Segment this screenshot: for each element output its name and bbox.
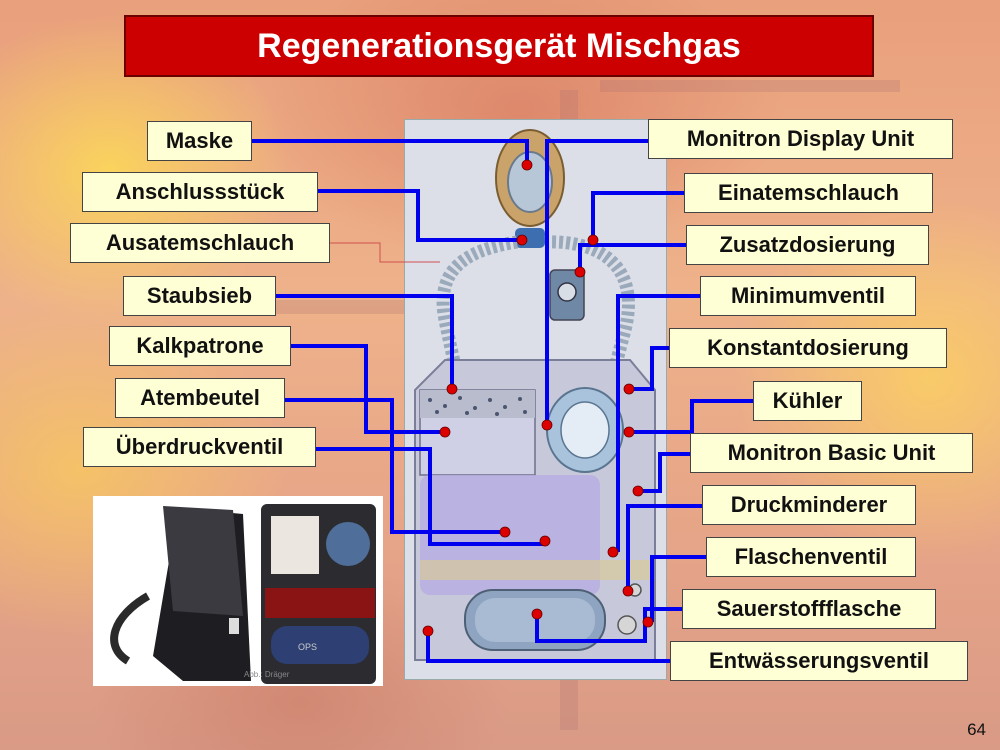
label-einatemschlauch: Einatemschlauch bbox=[684, 173, 933, 213]
label-monitron-display-unit: Monitron Display Unit bbox=[648, 119, 953, 159]
label-zusatzdosierung: Zusatzdosierung bbox=[686, 225, 929, 265]
label-kalkpatrone: Kalkpatrone bbox=[109, 326, 291, 366]
svg-text:OPS: OPS bbox=[298, 642, 317, 652]
label-sauerstoffflasche: Sauerstoffflasche bbox=[682, 589, 936, 629]
slide-title: Regenerationsgerät Mischgas bbox=[124, 15, 874, 77]
photo-inset: OPS bbox=[93, 496, 383, 686]
label-staubsieb: Staubsieb bbox=[123, 276, 276, 316]
label-monitron-basic-unit: Monitron Basic Unit bbox=[690, 433, 973, 473]
device-illustration bbox=[404, 119, 667, 680]
label-kuehler: Kühler bbox=[753, 381, 862, 421]
photo-credit: Abb.: Dräger bbox=[244, 670, 290, 679]
label-minimumventil: Minimumventil bbox=[700, 276, 916, 316]
label-ueberdruckventil: Überdruckventil bbox=[83, 427, 316, 467]
label-entwaesserungsventil: Entwässerungsventil bbox=[670, 641, 968, 681]
device-photo: OPS bbox=[93, 496, 383, 686]
label-anschlussstueck: Anschlussstück bbox=[82, 172, 318, 212]
label-flaschenventil: Flaschenventil bbox=[706, 537, 916, 577]
label-ausatemschlauch: Ausatemschlauch bbox=[70, 223, 330, 263]
page-number: 64 bbox=[967, 720, 986, 739]
label-atembeutel: Atembeutel bbox=[115, 378, 285, 418]
label-konstantdosierung: Konstantdosierung bbox=[669, 328, 947, 368]
label-maske: Maske bbox=[147, 121, 252, 161]
label-druckminderer: Druckminderer bbox=[702, 485, 916, 525]
device-drawing bbox=[414, 129, 656, 661]
